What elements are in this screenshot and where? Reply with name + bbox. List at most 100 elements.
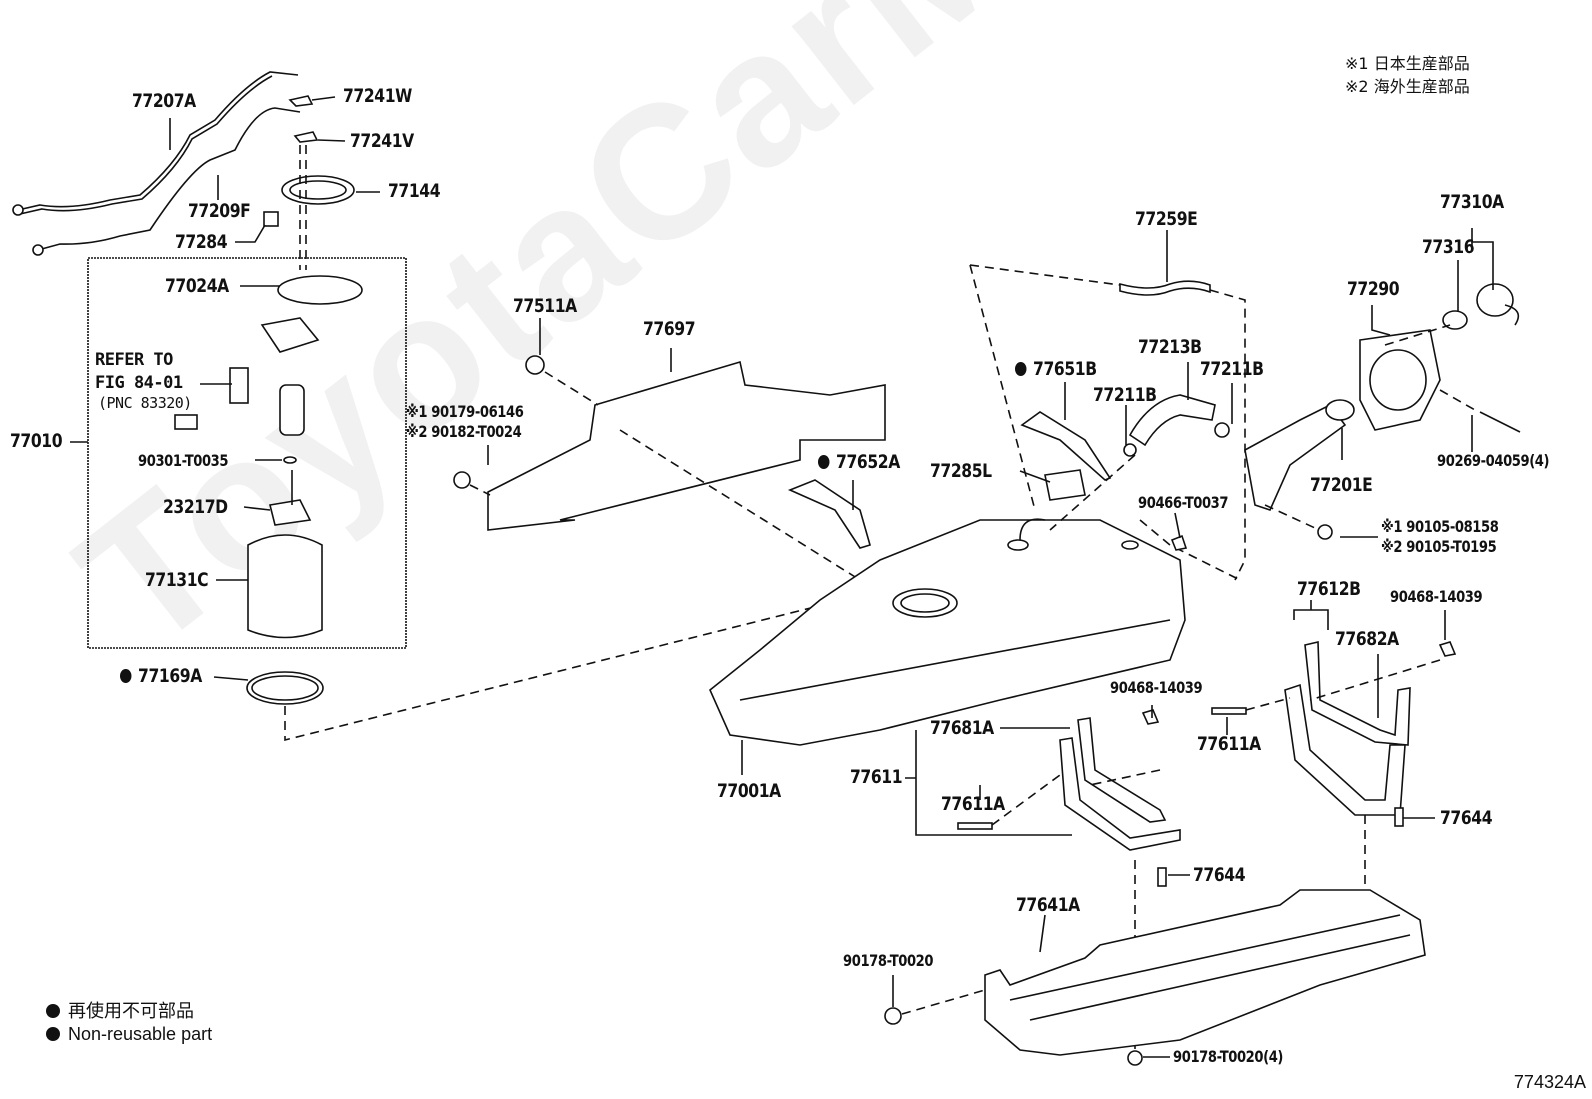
non-reusable-dot-icon [818, 455, 830, 469]
part-label-77169a[interactable]: 77169A [120, 667, 202, 686]
part-label-77644[interactable]: 77644 [1193, 864, 1246, 886]
part-label-77290[interactable]: 77290 [1347, 278, 1400, 300]
filler-pipe-77201e [1244, 403, 1347, 511]
part-label-77285l[interactable]: 77285L [930, 460, 992, 482]
part-label-77316[interactable]: 77316 [1422, 236, 1475, 258]
part-label-77211b[interactable]: 77211B [1093, 384, 1157, 406]
refer-note-line2[interactable]: FIG 84-01 [95, 373, 183, 393]
tank-seam [739, 619, 1171, 701]
part-label-90179-06146[interactable]: ※1 90179-06146 [406, 402, 524, 421]
part-label-77213b[interactable]: 77213B [1138, 336, 1202, 358]
part-label-77144[interactable]: 77144 [388, 180, 441, 202]
non-reusable-dot-icon [120, 669, 132, 683]
legend-text: 再使用不可部品 [68, 1001, 194, 1021]
guide-line [1089, 769, 1161, 786]
clip-90466 [1170, 534, 1188, 551]
part-label-23217d[interactable]: 23217D [163, 496, 228, 518]
part-label-77207a[interactable]: 77207A [132, 90, 196, 112]
screw-90269 [1479, 411, 1521, 433]
clip-90468 [1141, 709, 1160, 725]
protector-rib [1029, 934, 1411, 1021]
part-label-77201e[interactable]: 77201E [1310, 474, 1373, 496]
filled-circle-icon [46, 1004, 60, 1018]
refer-note-line3: (PNC 83320) [98, 394, 192, 412]
origin-notes: ※1 日本生産部品 ※2 海外生産部品 [1345, 52, 1470, 98]
nut-90178 [884, 1007, 902, 1025]
part-label-77241v[interactable]: 77241V [350, 130, 414, 152]
part-label-77652a[interactable]: 77652A [818, 453, 900, 472]
strap-77681a-inner [1077, 717, 1167, 823]
part-label-90178-t0020[interactable]: 90178-T0020 [843, 951, 934, 970]
regulator-23217d [269, 499, 312, 526]
part-label-90105-08158[interactable]: ※1 90105-08158 [1381, 517, 1499, 536]
fuel-cap-77310a [1476, 283, 1514, 317]
cushion-77651b [1020, 411, 1112, 481]
note-text: 海外生産部品 [1373, 77, 1470, 96]
fuel-lid-housing-77290 [1359, 329, 1441, 431]
part-label-77644[interactable]: 77644 [1440, 807, 1493, 829]
figure-id: 774324A [1513, 1072, 1586, 1092]
part-label-90301-t0035[interactable]: 90301-T0035 [138, 451, 229, 470]
part-label-77024a[interactable]: 77024A [165, 275, 229, 297]
part-label-77641a[interactable]: 77641A [1016, 894, 1080, 916]
part-label-77697[interactable]: 77697 [643, 318, 696, 340]
fuel-filter [279, 384, 305, 436]
guide-line [619, 429, 861, 581]
filler-neck [1325, 399, 1355, 421]
guide-line [469, 484, 491, 496]
fuel-tube-77209f [37, 107, 301, 251]
strap-77681a [1059, 737, 1181, 851]
clip-77241w [288, 95, 314, 107]
part-label-77284[interactable]: 77284 [175, 231, 228, 253]
part-label-77131c[interactable]: 77131C [145, 569, 209, 591]
origin-note-1: ※1 日本生産部品 [1345, 52, 1470, 75]
clip-77241v [293, 131, 319, 143]
part-label-77681a[interactable]: 77681A [930, 717, 994, 739]
note-mark: ※2 [1345, 77, 1369, 96]
legend: 再使用不可部品 Non-reusable part [46, 1000, 212, 1046]
pump-bracket [260, 317, 320, 353]
strap-77682a [1284, 683, 1406, 816]
part-label-77310a[interactable]: 77310A [1440, 191, 1504, 213]
part-label-77259e[interactable]: 77259E [1135, 208, 1198, 230]
legend-item-en: Non-reusable part [46, 1023, 212, 1046]
part-label-77611a[interactable]: 77611A [1197, 733, 1261, 755]
tank-opening-inner [900, 593, 950, 613]
part-label-77209f[interactable]: 77209F [188, 200, 251, 222]
cushion-77652a [787, 479, 871, 549]
part-label-77682a[interactable]: 77682A [1335, 628, 1399, 650]
part-label-77511a[interactable]: 77511A [513, 295, 577, 317]
housing-opening [1369, 349, 1427, 411]
part-label-77612b[interactable]: 77612B [1297, 578, 1361, 600]
part-label-77241w[interactable]: 77241W [343, 85, 412, 107]
part-number: 77651B [1033, 358, 1097, 380]
part-label-90269-04059[interactable]: 90269-04059(4) [1437, 451, 1550, 470]
part-label-77010[interactable]: 77010 [10, 430, 63, 452]
tube-end-fitting [32, 244, 44, 256]
heat-protector-77697 [487, 360, 886, 531]
part-label-77001a[interactable]: 77001A [717, 780, 781, 802]
guide-line [1384, 324, 1451, 346]
clip-90468 [1438, 641, 1457, 657]
part-label-90105-t0195[interactable]: ※2 90105-T0195 [1381, 537, 1497, 556]
tube-end-fitting [12, 204, 24, 216]
part-label-90466-t0037[interactable]: 90466-T0037 [1138, 493, 1229, 512]
fuel-pump-assembly-box [87, 257, 407, 649]
bolt-77611a [1211, 707, 1247, 715]
cap-tether [1504, 304, 1520, 326]
part-label-77211b[interactable]: 77211B [1200, 358, 1264, 380]
part-label-90468-14039[interactable]: 90468-14039 [1390, 587, 1483, 606]
part-label-90468-14039[interactable]: 90468-14039 [1110, 678, 1203, 697]
part-label-90182-t0024[interactable]: ※2 90182-T0024 [406, 422, 522, 441]
bolt-90105 [1317, 524, 1333, 540]
clamp-77285l [1044, 469, 1086, 501]
part-label-90178-t0020-4[interactable]: 90178-T0020(4) [1173, 1047, 1284, 1066]
part-label-77651b[interactable]: 77651B [1015, 360, 1097, 379]
pump-plate-77024a [277, 275, 363, 305]
clamp-77284 [263, 211, 279, 227]
part-label-77611[interactable]: 77611 [850, 766, 903, 788]
note-text: 日本生産部品 [1373, 54, 1470, 73]
hose-77213b [1128, 394, 1216, 447]
part-label-77611a[interactable]: 77611A [941, 793, 1005, 815]
